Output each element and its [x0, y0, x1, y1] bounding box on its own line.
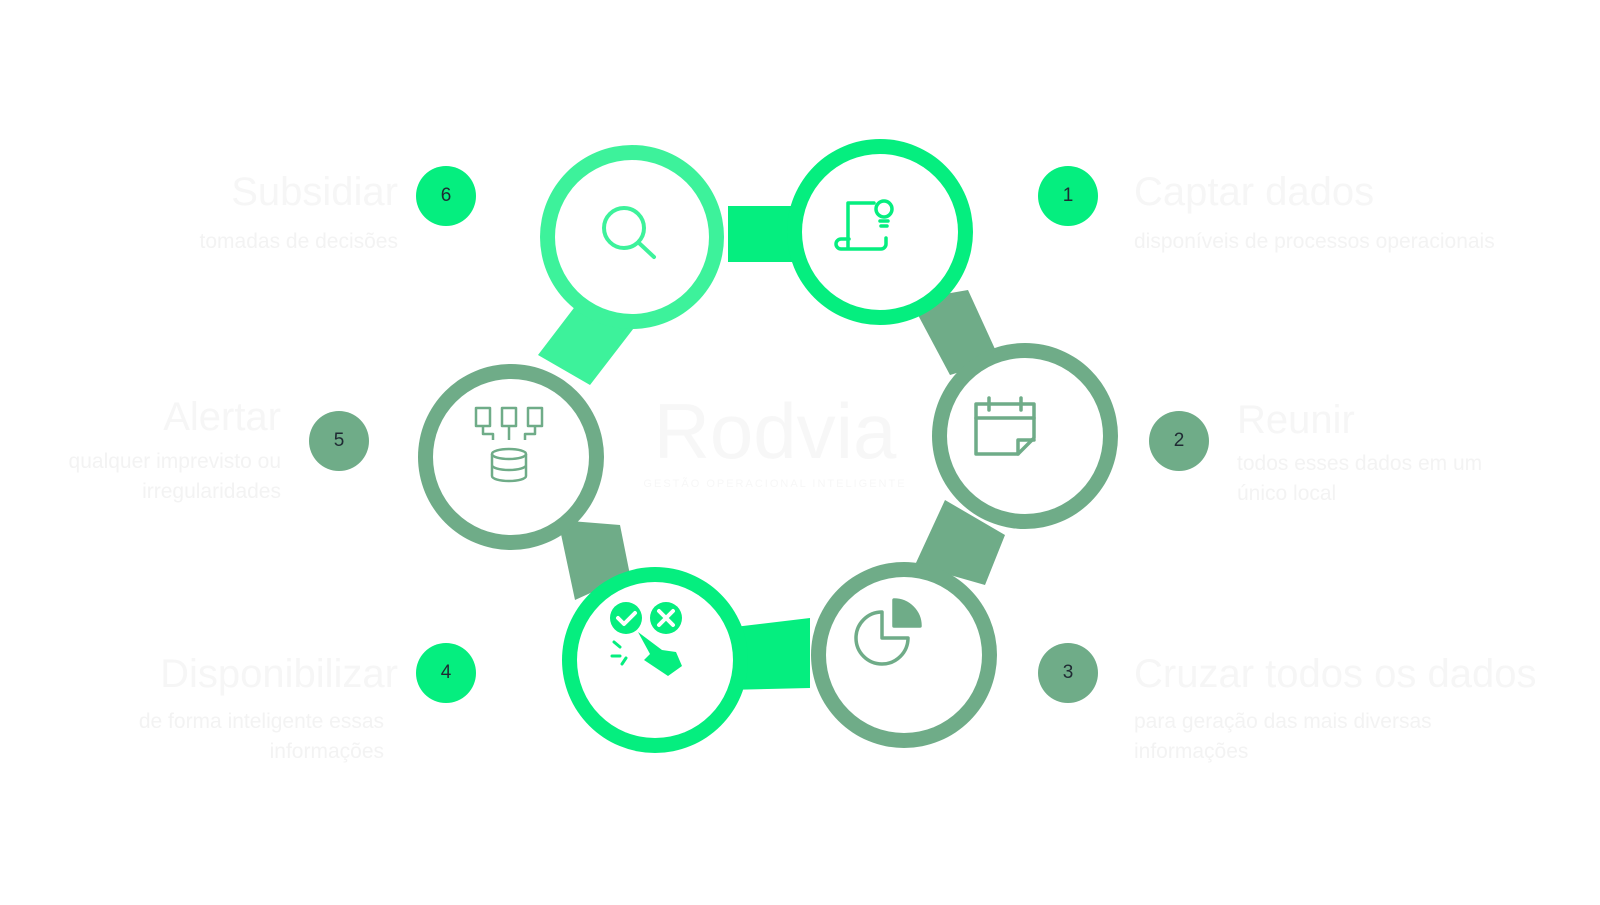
step-3-description: para geração das mais diversas informaçõ… — [1134, 710, 1432, 763]
step-4-description: de forma inteligente essas informações — [138, 710, 384, 763]
connector-2-3 — [915, 500, 1005, 585]
step-5-description: qualquer imprevisto ou irregularidades — [68, 450, 281, 503]
database-merge-icon — [474, 406, 544, 483]
step-6-description: tomadas de decisões — [199, 230, 398, 253]
search-icon — [602, 206, 656, 259]
connector-1-2 — [910, 290, 1000, 375]
document-idea-icon — [834, 199, 894, 251]
check-cross-choice-icon — [610, 602, 682, 676]
step-1-badge: 1 — [1038, 166, 1098, 226]
brand-tagline: GESTÃO OPERACIONAL INTELIGENTE — [643, 478, 907, 490]
step-5-badge: 5 — [309, 411, 369, 471]
step-1-description: disponíveis de processos operacionais — [1134, 230, 1495, 253]
step-2-badge: 2 — [1149, 411, 1209, 471]
step-5-title: Alertar — [163, 395, 281, 439]
step-6-title: Subsidiar — [231, 170, 398, 214]
step-2-title: Reunir — [1237, 398, 1355, 442]
step-2-description: todos esses dados em um único local — [1237, 452, 1483, 505]
step-3-badge: 3 — [1038, 643, 1098, 703]
step-1-title: Captar dados — [1134, 170, 1375, 214]
calendar-icon — [974, 396, 1036, 456]
pie-chart-icon — [854, 598, 922, 666]
step-4-badge: 4 — [416, 643, 476, 703]
step-3-title: Cruzar todos os dados — [1134, 652, 1537, 696]
step-6-badge: 6 — [416, 166, 476, 226]
step-4-title: Disponibilizar — [160, 652, 398, 696]
brand-logo-text: Rodvia — [653, 387, 897, 475]
